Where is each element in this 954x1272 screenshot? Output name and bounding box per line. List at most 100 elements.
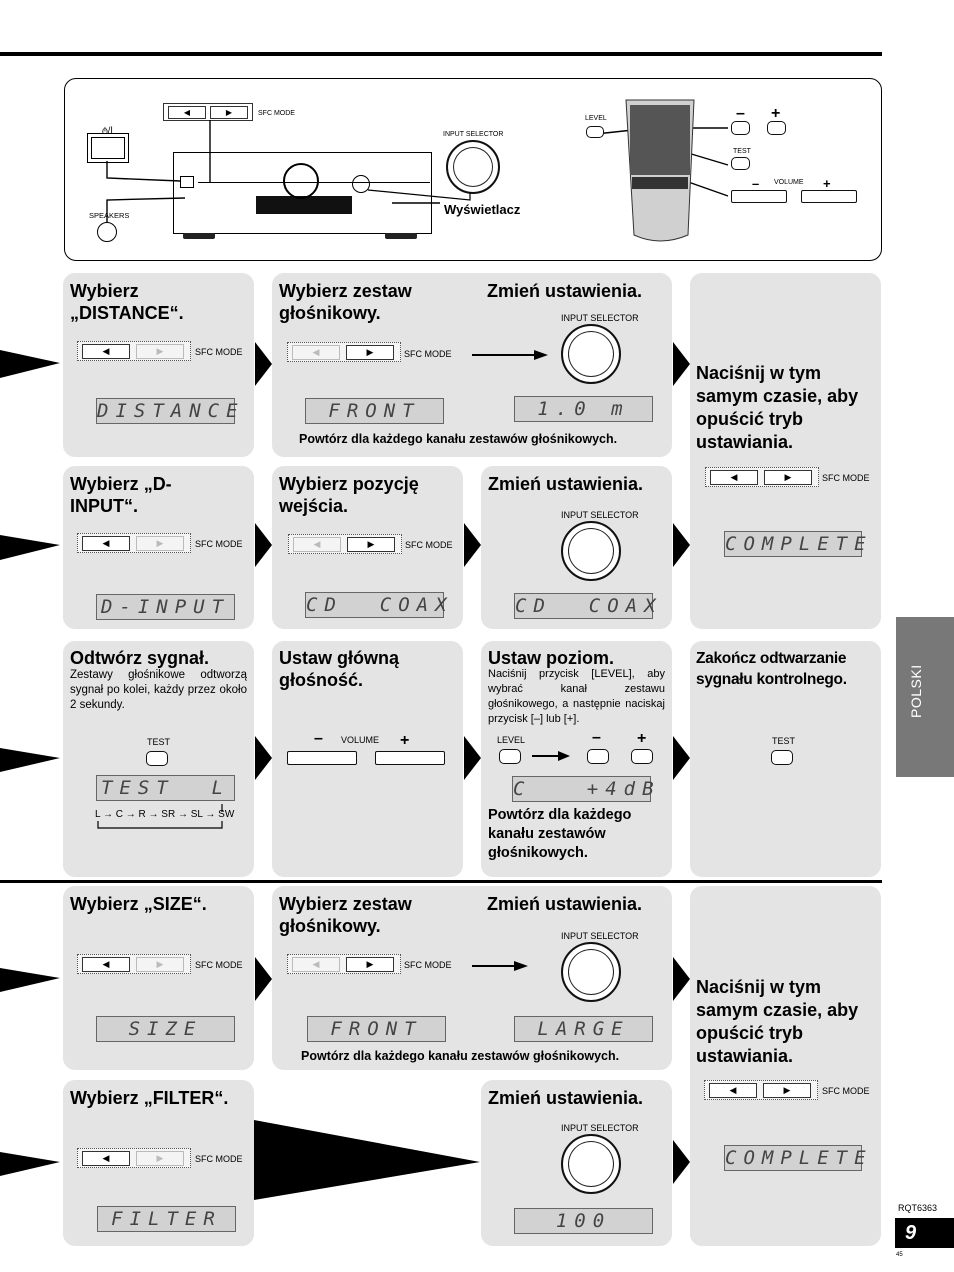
title-size: Wybierz „SIZE“.	[70, 894, 207, 914]
level-plus-sign: +	[637, 730, 647, 747]
page-number-box	[895, 1218, 954, 1248]
lcd-filter: FILTER	[97, 1206, 236, 1232]
title-change: Zmień ustawienia.	[487, 281, 643, 301]
flow-arrow	[472, 961, 528, 971]
sfc-label: SFC MODE	[195, 539, 243, 549]
volume-minus-button	[287, 751, 357, 765]
step-arrow	[673, 342, 690, 386]
diagram-sfc-box: ◀ ▶	[163, 103, 253, 121]
diagram-leaders	[106, 120, 729, 222]
step-arrow	[255, 957, 272, 1001]
diagram-input-selector-label: INPUT SELECTOR	[443, 131, 504, 138]
input-selector-knob	[561, 324, 621, 384]
diagram-vol-plus: +	[823, 176, 831, 191]
title-change-filter: Zmień ustawienia.	[488, 1088, 644, 1108]
sfc-right: ▶	[763, 1083, 811, 1098]
sfc-left: ◀	[293, 537, 341, 552]
lcd-distance-value: 1.0 m	[514, 396, 653, 422]
step-arrow	[464, 523, 481, 567]
sfc-right: ▶	[346, 345, 394, 360]
diagram-sfc-left: ◀	[168, 106, 206, 119]
input-selector-knob	[561, 942, 621, 1002]
input-selector-label: INPUT SELECTOR	[561, 313, 639, 323]
sfc-label: SFC MODE	[405, 540, 453, 550]
input-selector-label: INPUT SELECTOR	[561, 931, 639, 941]
input-selector-label: INPUT SELECTOR	[561, 510, 639, 520]
level-label: LEVEL	[497, 735, 526, 745]
document-code: RQT6363	[898, 1203, 938, 1213]
sfc-left: ◀	[292, 345, 340, 360]
sfc-right: ▶	[136, 536, 184, 551]
diagram-sfc-label: SFC MODE	[258, 110, 295, 117]
sfc-left: ◀	[710, 470, 758, 485]
sfc-left: ◀	[82, 957, 130, 972]
sfc-left: ◀	[292, 957, 340, 972]
power-inner	[91, 137, 125, 159]
title-d-input: Wybierz „D-INPUT“.	[70, 474, 172, 516]
section-rule	[0, 880, 882, 883]
page-number: 9	[905, 1222, 917, 1244]
sfc-label: SFC MODE	[195, 1154, 243, 1164]
sfc-left: ◀	[709, 1083, 757, 1098]
level-repeat-note: Powtórz dla każdego kanału zestawów głoś…	[488, 807, 632, 861]
sfc-label: SFC MODE	[822, 1086, 870, 1096]
step-arrow	[673, 523, 690, 567]
lcd-cd-coax-2: CD COAX	[514, 593, 663, 619]
sequence-text: L → C → R → SR → SL → SW	[95, 809, 235, 820]
step-arrow	[255, 523, 272, 567]
diagram-input-selector-knob	[446, 140, 500, 194]
sfc-input-position: ◀ ▶	[288, 534, 402, 554]
repeat-note: Powtórz dla każdego kanału zestawów głoś…	[299, 432, 618, 446]
receiver-foot-right	[385, 233, 417, 239]
title-exit-bottom: Naciśnij w tym samym czasie, aby opuścić…	[696, 977, 859, 1066]
title-main-volume: Ustaw główną głośność.	[279, 648, 400, 690]
title-select-speaker: Wybierz zestaw głośnikowy.	[279, 281, 412, 323]
small-page-number: 45	[896, 1252, 903, 1258]
receiver-knob-right	[352, 175, 370, 193]
lcd-test: TEST L	[96, 775, 235, 801]
lcd-cd-coax: CD COAX	[305, 592, 454, 618]
diagram-level-button	[586, 126, 604, 138]
sfc-label: SFC MODE	[822, 473, 870, 483]
sfc-label: SFC MODE	[195, 347, 243, 357]
lcd-d-input: D-INPUT	[96, 594, 235, 620]
display-label: Wyświetlacz	[444, 202, 521, 217]
sfc-left: ◀	[82, 536, 130, 551]
diagram-test-label: TEST	[733, 148, 751, 155]
sfc-right: ▶	[136, 1151, 184, 1166]
long-arrow	[254, 1120, 480, 1200]
title-end-test: Zakończ odtwarzanie sygnału kontrolnego.	[696, 650, 847, 688]
step-arrow	[464, 736, 481, 780]
title-distance: Wybierz „DISTANCE“.	[70, 281, 184, 323]
sfc-label: SFC MODE	[404, 960, 452, 970]
level-plus-button	[631, 749, 653, 764]
left-wedges	[0, 350, 60, 1176]
sfc-left: ◀	[82, 344, 130, 359]
diagram-minus-button	[731, 121, 750, 135]
volume-label: VOLUME	[341, 735, 380, 745]
step-arrow	[255, 342, 272, 386]
step-arrow	[255, 736, 272, 780]
input-selector-label: INPUT SELECTOR	[561, 1123, 639, 1133]
input-selector-knob	[561, 521, 621, 581]
sfc-speaker: ◀ ▶	[287, 342, 401, 362]
diagram-vol-minus-button	[731, 190, 787, 203]
diagram-level-label: LEVEL	[585, 115, 607, 122]
sfc-right: ▶	[764, 470, 812, 485]
panel-exit-top	[690, 273, 881, 629]
receiver-foot-left	[183, 233, 215, 239]
lcd-front: FRONT	[305, 398, 444, 424]
level-minus-sign: –	[592, 729, 601, 746]
sfc-speaker-2: ◀ ▶	[287, 954, 401, 974]
level-minus-button	[587, 749, 609, 764]
text-set-level: Naciśnij przycisk [LEVEL], aby wybrać ka…	[488, 668, 665, 725]
diagram-sfc-right: ▶	[210, 106, 248, 119]
sequence-loop	[97, 804, 223, 829]
language-tab-label: POLSKI	[908, 664, 924, 718]
flow-arrow	[472, 350, 548, 360]
title-filter: Wybierz „FILTER“.	[70, 1088, 229, 1108]
diagram-plus-button	[767, 121, 786, 135]
speakers-label: SPEAKERS	[89, 211, 130, 220]
lcd-complete-top: COMPLETE	[724, 531, 873, 557]
receiver-display	[256, 196, 352, 214]
